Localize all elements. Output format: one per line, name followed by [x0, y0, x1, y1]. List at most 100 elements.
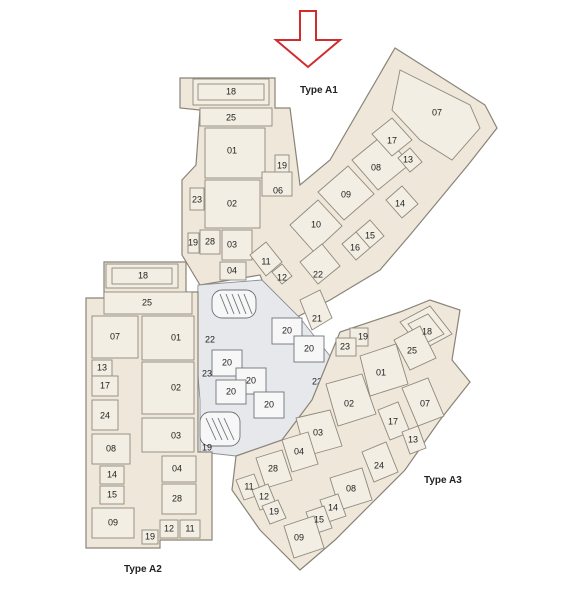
a1-label-17: 17: [387, 135, 397, 145]
a2-label-25: 25: [142, 297, 152, 307]
unit-a1: 18 25 01 19 06 23 02 19 28 03 04 11 12 1…: [179, 47, 498, 331]
core-label-19: 19: [202, 442, 212, 452]
lift-6: [253, 391, 285, 419]
a1-room-12: [271, 263, 293, 285]
a3-label-01: 01: [376, 367, 386, 377]
a2-label-28: 28: [172, 493, 182, 503]
a2-label-09: 09: [108, 517, 118, 527]
a1-room-13: [397, 147, 423, 173]
a1-room-23: [189, 187, 205, 211]
lift-2: [293, 335, 325, 363]
a1-room-16: [341, 231, 371, 261]
a1-room-04: [219, 261, 247, 281]
a1-room-01: [204, 127, 266, 179]
a1-label-13: 13: [403, 154, 413, 164]
a3-room-09: [283, 515, 325, 559]
a1-label-08: 08: [371, 162, 381, 172]
a3-room-28: [255, 449, 293, 489]
a3-label-08: 08: [346, 483, 356, 493]
a3-label-19: 19: [358, 331, 368, 341]
a1-label-09: 09: [341, 189, 351, 199]
a3-label-03: 03: [313, 427, 323, 437]
a1-room-25: [199, 107, 273, 127]
a2-label-03: 03: [171, 430, 181, 440]
a1-label-22: 22: [313, 269, 323, 279]
a1-room-22: [299, 243, 341, 285]
a2-room-18-inner: [111, 267, 173, 285]
a1-room-17: [371, 117, 413, 157]
a1-label-18: 18: [226, 86, 236, 96]
a3-label-11: 11: [244, 481, 253, 491]
a1-label-10: 10: [311, 219, 321, 229]
a3-label-28: 28: [268, 463, 278, 473]
a2-room-14: [99, 465, 125, 485]
a1-room-14: [385, 185, 419, 219]
a2-room-08: [91, 433, 131, 465]
a1-room-07: [391, 69, 481, 161]
a2-label-17: 17: [100, 380, 110, 390]
a1-room-06: [261, 171, 293, 197]
a2-room-07: [91, 315, 139, 359]
a2-room-25: [103, 291, 193, 315]
a2-label-04: 04: [172, 463, 182, 473]
a2-room-11: [179, 519, 201, 539]
a1-label-11: 11: [261, 256, 270, 266]
a3-room-01: [359, 343, 409, 397]
core-label-l3: 20: [222, 357, 232, 367]
unit-a3: 18 19 25 23 01 02 07 17 13 24 03 04 28 1…: [231, 299, 471, 571]
a2-label-12: 12: [164, 523, 174, 533]
a2-room-02: [141, 361, 195, 415]
a1-label-01: 01: [227, 145, 237, 155]
a1-room-19b: [187, 232, 200, 254]
a1-room-10: [289, 199, 343, 253]
a1-room-11: [249, 241, 283, 277]
a1-label-07: 07: [432, 107, 442, 117]
a1-room-03: [221, 229, 253, 261]
a1-label-19: 19: [277, 160, 287, 170]
a2-room-01: [141, 315, 195, 361]
core-label-22b: 22: [312, 376, 322, 386]
a1-label-04: 04: [227, 265, 237, 275]
a2-room-19: [141, 529, 159, 545]
a1-label-03: 03: [227, 239, 237, 249]
down-arrow-icon: [273, 10, 343, 69]
a2-room-03: [141, 417, 195, 453]
a2-label-18: 18: [138, 270, 148, 280]
a2-label-11: 11: [185, 523, 194, 533]
lift-1: [271, 317, 303, 345]
core-label-22a: 22: [205, 334, 215, 344]
stair-north: [211, 289, 257, 319]
core-label-l4: 20: [246, 375, 256, 385]
a1-label-28: 28: [205, 236, 215, 246]
a1-label-06: 06: [273, 185, 283, 195]
a1-label-19b: 19: [188, 237, 198, 247]
a1-label-02: 02: [227, 198, 237, 208]
a1-room-18-inner: [197, 83, 265, 101]
a3-label-23: 23: [340, 341, 350, 351]
a3-room-24: [361, 441, 399, 483]
a2-room-17: [91, 375, 119, 397]
type-a2-label: Type A2: [124, 564, 162, 575]
a3-label-18: 18: [422, 326, 432, 336]
a2-room-04: [161, 455, 197, 483]
a3-label-13: 13: [408, 434, 418, 444]
unit-a2: 18 25 07 01 13 17 02 24 08 03 14 15 04 2…: [85, 261, 213, 549]
a3-label-19b: 19: [269, 506, 279, 516]
a3-label-04: 04: [294, 446, 304, 456]
a3-label-15: 15: [314, 514, 324, 524]
a2-label-13: 13: [97, 362, 107, 372]
a3-room-04: [281, 431, 319, 473]
a1-label-21: 21: [312, 313, 322, 323]
a3-label-17: 17: [388, 416, 398, 426]
a3-room-19b: [261, 499, 287, 525]
a3-room-25: [393, 325, 437, 371]
a1-label-25: 25: [226, 112, 236, 122]
a1-room-28: [199, 229, 221, 255]
a1-room-02: [204, 179, 261, 229]
a2-room-24: [91, 399, 119, 431]
a3-room-07: [401, 377, 445, 427]
a1-label-23: 23: [192, 194, 202, 204]
a2-room-09: [91, 507, 135, 539]
stair-south: [199, 411, 241, 447]
